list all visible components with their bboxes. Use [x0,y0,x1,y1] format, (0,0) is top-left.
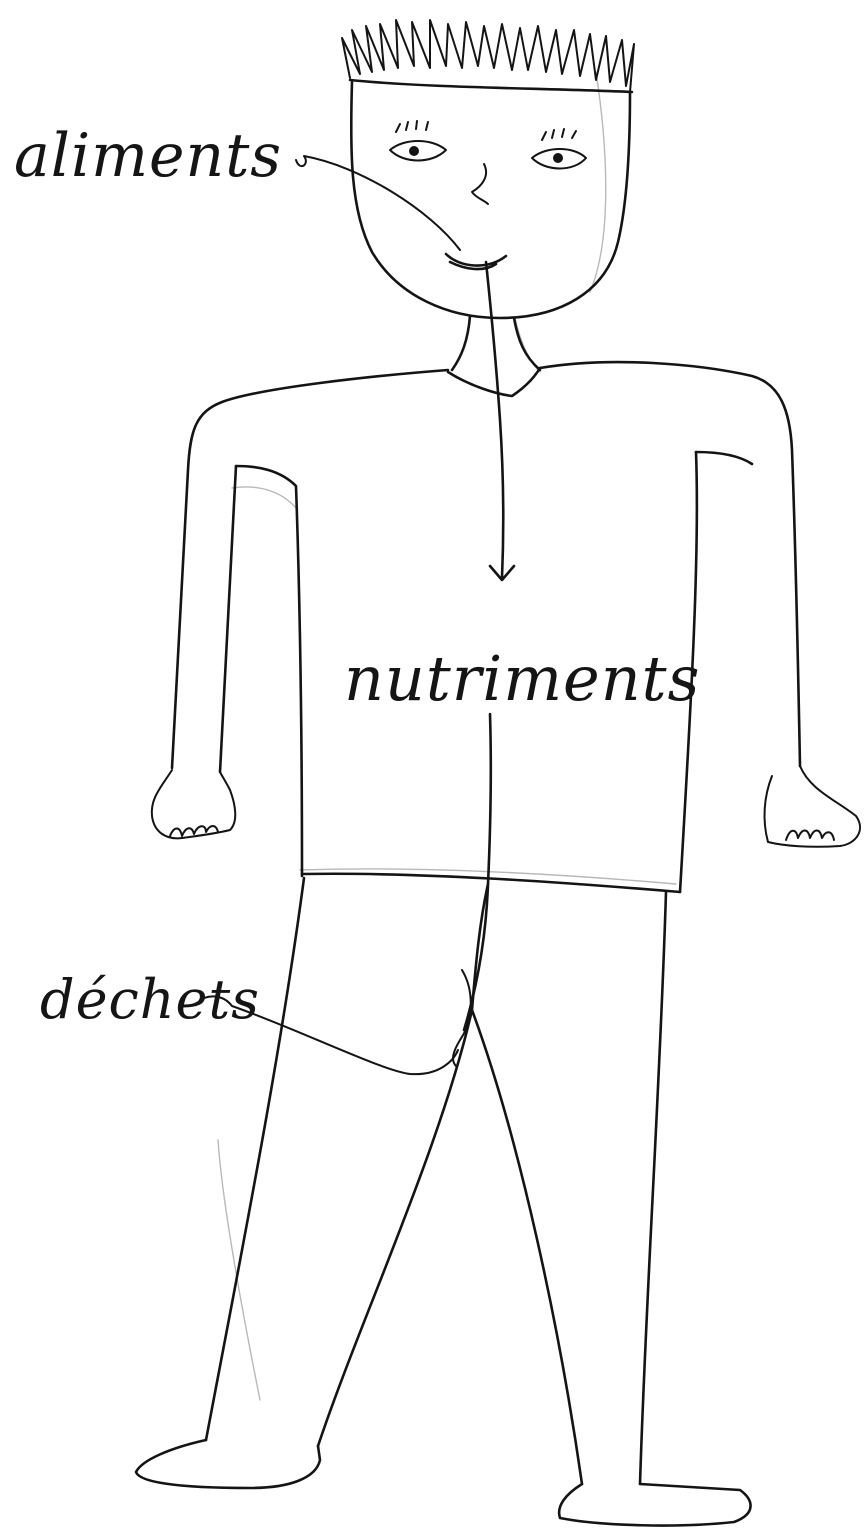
digestive-tract-line [486,262,503,578]
label-nutrients: nutriments [344,642,700,715]
shirt-outline [172,362,800,892]
pencil-guidelines [218,72,676,1400]
collar [448,368,540,396]
left-armpit [220,466,236,772]
nose [472,164,488,204]
right-hand [765,766,860,847]
food-leader-line [296,156,460,250]
left-hand [152,770,235,838]
right-foot [559,1484,750,1525]
left-eye [390,121,446,161]
label-food: aliments [14,121,282,191]
pants-outline [206,878,666,1484]
right-armpit [696,452,752,464]
right-eye [532,129,586,169]
hair-base [350,80,632,92]
left-foot [136,1440,320,1488]
head-outline [351,82,630,318]
mouth [446,254,506,269]
label-waste: déchets [40,968,260,1031]
hair [342,20,634,92]
shirt-hem [302,874,680,892]
